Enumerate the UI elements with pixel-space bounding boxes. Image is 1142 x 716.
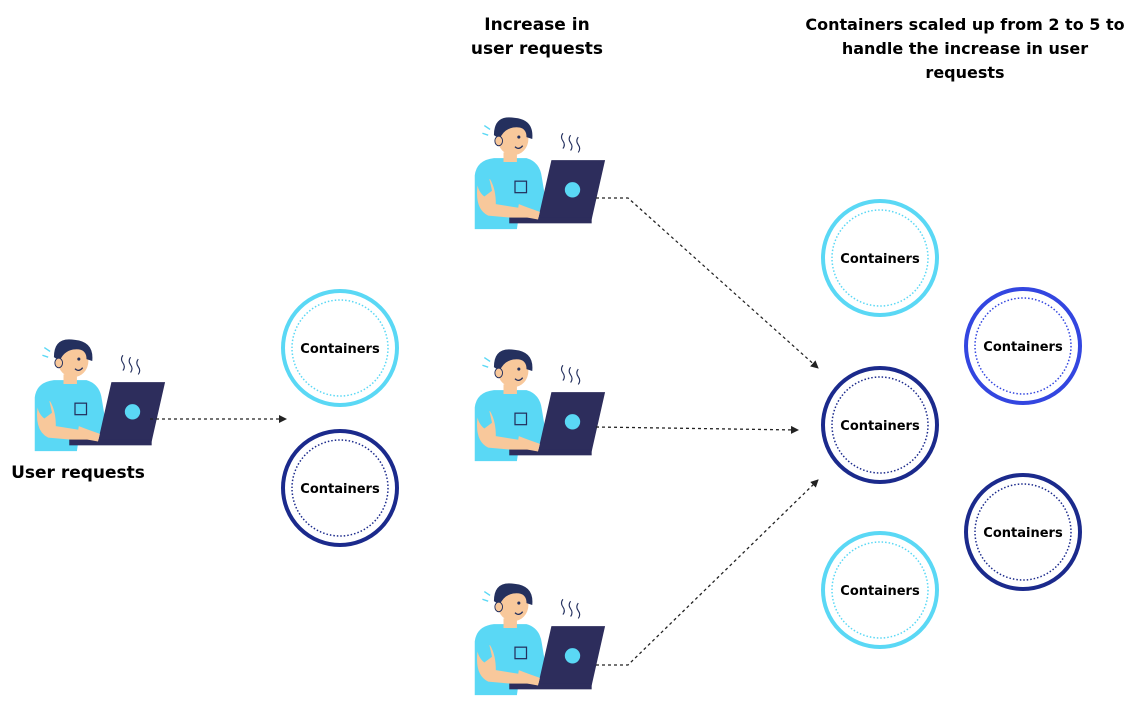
container-label: Containers	[300, 482, 380, 497]
user-illustration-middle	[474, 348, 606, 462]
container-after-3: Containers	[821, 531, 939, 649]
arrow-bottom-user	[596, 479, 819, 666]
container-before-1: Containers	[281, 289, 399, 407]
arrow-middle-user	[595, 425, 799, 434]
container-label: Containers	[840, 252, 920, 267]
user-illustration-top	[474, 116, 606, 230]
container-label: Containers	[840, 584, 920, 599]
container-label: Containers	[983, 340, 1063, 355]
scaled-title-line3: requests	[925, 63, 1004, 82]
arrow-top-user	[596, 197, 819, 369]
container-after-5: Containers	[964, 473, 1082, 591]
container-after-1: Containers	[821, 199, 939, 317]
user-illustration-left	[34, 338, 166, 452]
scaled-title-line1: Containers scaled up from 2 to 5 to	[805, 15, 1124, 34]
user-illustration-bottom	[474, 582, 606, 696]
increase-title-line2: user requests	[471, 39, 603, 59]
increase-title-line1: Increase in	[484, 15, 589, 35]
container-label: Containers	[983, 526, 1063, 541]
container-after-2: Containers	[821, 366, 939, 484]
user-requests-label: User requests	[11, 463, 145, 483]
container-label: Containers	[840, 419, 920, 434]
container-after-4: Containers	[964, 287, 1082, 405]
scaled-title-line2: handle the increase in user	[842, 39, 1088, 58]
container-label: Containers	[300, 342, 380, 357]
container-before-2: Containers	[281, 429, 399, 547]
